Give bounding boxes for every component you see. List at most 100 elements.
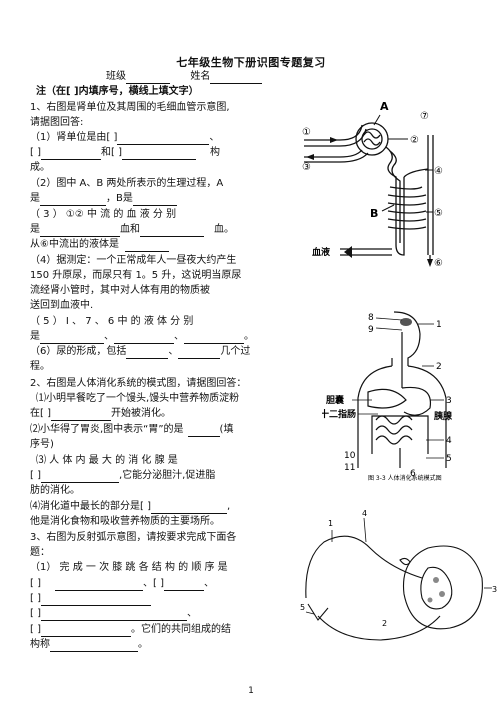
- q1-blank-4[interactable]: [40, 194, 106, 206]
- arrow-head-3: [344, 246, 352, 258]
- page-number: 1: [248, 686, 254, 696]
- label-11: 11: [344, 463, 355, 473]
- q3-line-8: 构称。: [30, 639, 148, 652]
- label-1: ①: [302, 127, 311, 138]
- q1-blank-3[interactable]: [121, 148, 196, 160]
- q1-line-9: 是血和血。: [30, 224, 234, 237]
- gray-matter: [420, 566, 453, 610]
- q1-blank-13[interactable]: [178, 347, 221, 359]
- leader-9: [375, 327, 403, 331]
- collecting-duct: [427, 135, 434, 255]
- label-8: 8: [368, 313, 374, 323]
- q2-line-3: 在[ ]开始被消化。: [30, 408, 171, 421]
- q3-blank-2[interactable]: [163, 579, 204, 591]
- label-pancreas: 胰腺: [434, 410, 453, 422]
- label-6: 6: [410, 469, 416, 479]
- q1-line-15: （ 5 ） Ⅰ 、 7 、 6 中 的 液 体 分 别: [30, 316, 194, 327]
- label-9: 9: [368, 325, 374, 335]
- q2-line-5: 序号): [30, 439, 54, 450]
- header-row: 班级 姓名: [106, 70, 263, 84]
- reflex-arc-figure: 1 4 3 5 2: [300, 509, 497, 641]
- q3-blank-4[interactable]: [40, 609, 187, 621]
- q1-line-17: （6）尿的形成，包括、几个过: [30, 346, 251, 359]
- digestive-figure: 8 9 1 2 3 胰腺 4 5 胆囊 十二指肠 10 11 6 图 3-3 人…: [322, 311, 453, 482]
- label-3: 3: [492, 585, 497, 594]
- label-7: ⑦: [420, 111, 429, 122]
- q2-line-2: ⑴小明早餐吃了一个馒头,馒头中营养物质淀粉: [36, 393, 240, 404]
- q3-line-5: [ ]: [30, 592, 151, 606]
- neuron-1: [433, 577, 439, 583]
- q1-line-11: （4）据测定：一个正常成年人一昼夜大约产生: [30, 255, 237, 266]
- class-blank[interactable]: [126, 72, 170, 84]
- intestine: [375, 415, 413, 445]
- motor-nerve: [317, 615, 441, 641]
- liver: [367, 388, 407, 409]
- q1-line-8: （ 3 ） ①② 中 流 的 血 液 分 别: [30, 209, 177, 220]
- torso: [357, 365, 447, 468]
- label-gallbladder: 胆囊: [326, 394, 345, 406]
- spinal-cord-outline: [402, 545, 483, 630]
- label-A: A: [380, 100, 389, 113]
- q1-blank-10[interactable]: [114, 332, 174, 344]
- ganglion: [399, 557, 411, 566]
- q2-line-8: 肪的消化。: [30, 485, 80, 496]
- neuron-2: [439, 591, 445, 597]
- q2-line-9: ⑷消化道中最长的部分是[ ],: [30, 501, 231, 514]
- q2-blank-3[interactable]: [40, 471, 119, 483]
- note-line: 注（在[ ]内填序号，横线上填文字）: [36, 86, 199, 97]
- q1-blank-7[interactable]: [140, 225, 204, 237]
- salivary-gland: [400, 318, 412, 326]
- q3-blank-5[interactable]: [40, 625, 131, 637]
- q1-blank-8[interactable]: [124, 240, 169, 252]
- q2-line-6: ⑶ 人 体 内 最 大 的 消 化 腺 是: [36, 455, 178, 466]
- label-4: 4: [362, 509, 367, 518]
- label-4: 4: [446, 436, 452, 446]
- label-5: ⑤: [434, 208, 443, 219]
- glomerulus-inner: [361, 128, 383, 150]
- glomerulus-coil: [363, 131, 381, 146]
- q1-blank-2[interactable]: [40, 148, 101, 160]
- arrow-head-1: [330, 137, 338, 143]
- q2-blank-4[interactable]: [150, 502, 227, 514]
- q1-blank-1[interactable]: [117, 133, 210, 145]
- neuron-3: [427, 597, 433, 603]
- label-duodenum: 十二指肠: [322, 408, 356, 420]
- label-1: 1: [328, 519, 333, 528]
- q3-line-3: （1） 完 成 一 次 膝 跳 各 结 构 的 顺 序 是: [30, 562, 228, 573]
- q1-blank-6[interactable]: [40, 225, 120, 237]
- large-intestine: [371, 415, 429, 454]
- q1-blank-9[interactable]: [40, 332, 104, 344]
- q1-line-3: （1）肾单位是由[ ]、: [30, 132, 220, 145]
- efferent: [304, 149, 363, 158]
- arrow-head-6: [427, 259, 433, 267]
- q1-blank-12[interactable]: [126, 347, 169, 359]
- q1-blank-11[interactable]: [184, 332, 244, 344]
- label-3: ③: [302, 162, 311, 173]
- figure-caption: 图 3-3 人体消化系统模式图: [368, 474, 442, 482]
- q1-line-6: （2）图中 A、B 两处所表示的生理过程，A: [30, 178, 224, 189]
- efferent-2: [304, 152, 369, 163]
- q3-blank-1[interactable]: [54, 579, 143, 591]
- q1-line-10: 从⑥中流出的液体是: [30, 238, 169, 252]
- q3-line-7: [ ]。它们的共同组成的结: [30, 624, 231, 637]
- q3-blank-3[interactable]: [40, 594, 151, 606]
- q2-line-7: [ ],它能分泌胆汁,促进脂: [30, 470, 216, 483]
- q3-line-2: 题：: [30, 547, 50, 558]
- name-blank[interactable]: [210, 72, 263, 84]
- q3-blank-6[interactable]: [50, 640, 138, 652]
- name-label: 姓名: [190, 71, 211, 82]
- q1-blank-5[interactable]: [132, 194, 177, 206]
- q2-blank-2[interactable]: [187, 425, 220, 437]
- q2-line-4: ⑵小华得了胃炎,图中表示“胃”的是(填: [30, 424, 234, 437]
- leader-5: [305, 611, 315, 615]
- page-title: 七年级生物下册识图专题复习: [176, 56, 326, 69]
- label-3: 3: [446, 396, 452, 406]
- label-2: 2: [382, 619, 387, 628]
- arteriole-1: [304, 124, 363, 141]
- q2-line-10: 他是消化食物和吸收营养物质的主要场所。: [30, 516, 220, 527]
- q2-blank-1[interactable]: [50, 409, 111, 421]
- leader-8: [375, 317, 403, 321]
- q1-line-1: 1、右图是肾单位及其周围的毛细血管示意图,: [30, 102, 230, 113]
- q1-line-12: 150 升原尿，而尿只有 1。5 升，这说明当原尿: [30, 270, 242, 281]
- q1-line-16: 是、、。: [30, 331, 254, 344]
